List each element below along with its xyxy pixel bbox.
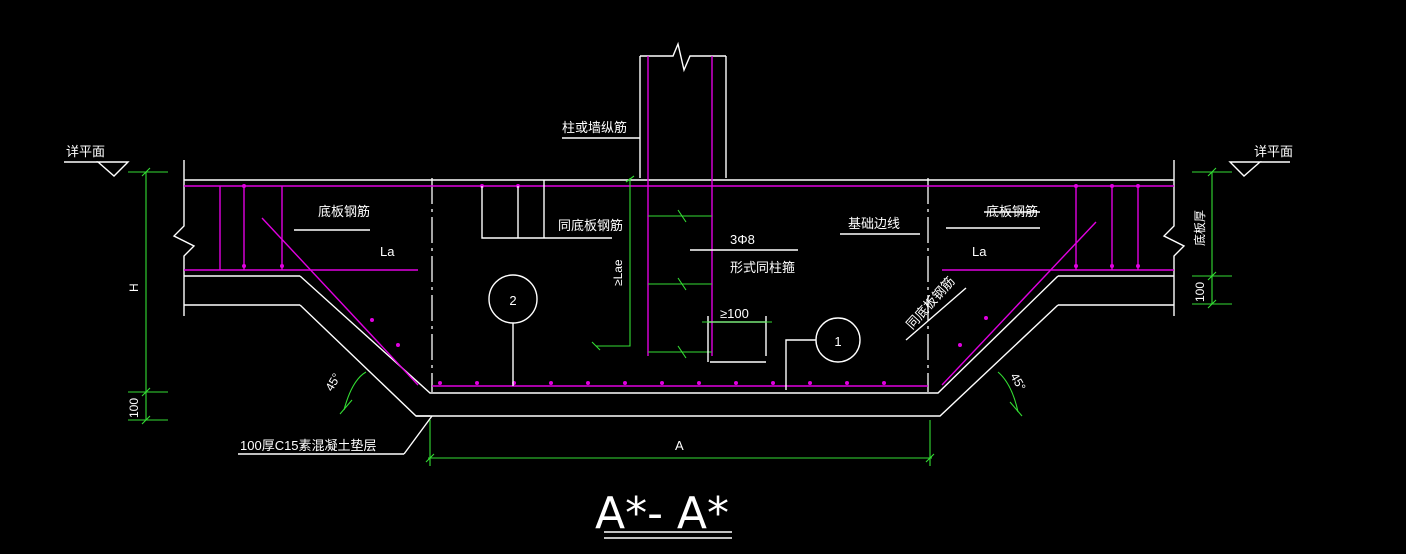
bottom-bars-left-label: 底板钢筋 xyxy=(318,204,370,219)
la-left-label: La xyxy=(380,244,395,259)
section-title-text: A*- A* xyxy=(595,488,729,539)
foundation-edge-label: 基础边线 xyxy=(848,216,900,231)
detail-plan-right-label: 详平面 xyxy=(1254,144,1293,159)
rebar-dot xyxy=(586,381,590,385)
reinforcement xyxy=(184,56,1174,387)
dim-100-right-label: 100 xyxy=(1193,282,1207,302)
marker-2-label: 2 xyxy=(509,293,516,308)
cushion-label: 100厚C15素混凝土垫层 xyxy=(240,438,377,453)
marker-1-label: 1 xyxy=(834,334,841,349)
leader-lines xyxy=(238,137,1040,455)
rebar-dot xyxy=(438,381,442,385)
dim-h-label: H xyxy=(127,283,141,292)
rebar-dot xyxy=(549,381,553,385)
rebar-dot xyxy=(660,381,664,385)
rebar-dot xyxy=(734,381,738,385)
bottom-bars-right-label: 底板钢筋 xyxy=(986,204,1038,219)
level-symbol-left xyxy=(64,161,130,177)
min-100-label: ≥100 xyxy=(720,306,749,321)
detail-plan-left-label: 详平面 xyxy=(66,144,105,159)
callout-marker-1: 1 xyxy=(785,317,861,390)
rebar-dot xyxy=(845,381,849,385)
rebar-dot xyxy=(882,381,886,385)
dim-100-left-label: 100 xyxy=(127,398,141,418)
stirrups-count-label: 3Φ8 xyxy=(730,232,755,247)
slab-thickness-label: 底板厚 xyxy=(1192,210,1207,246)
la-right-label: La xyxy=(972,244,987,259)
foundation-edge-lines xyxy=(431,178,929,392)
rebar-dot xyxy=(697,381,701,385)
rebar-dot xyxy=(623,381,627,385)
column-stirrups xyxy=(591,175,712,359)
stirrups-form-label: 形式同柱箍 xyxy=(730,260,795,275)
column-bars-label: 柱或墙纵筋 xyxy=(562,120,627,135)
rebar-dot xyxy=(808,381,812,385)
lae-label: ≥Lae xyxy=(611,259,625,286)
dim-a-label: A xyxy=(675,438,684,453)
rebar-dot xyxy=(475,381,479,385)
same-as-bottom-bars-label: 同底板钢筋 xyxy=(558,218,623,233)
level-symbol-right xyxy=(1228,161,1290,177)
angle-left-label: 45° xyxy=(322,371,343,394)
concrete-outline xyxy=(172,41,1186,417)
section-title: A*- A* xyxy=(595,488,732,539)
rebar-dot xyxy=(771,381,775,385)
callout-marker-2: 2 xyxy=(488,274,538,386)
dimension-lines xyxy=(128,167,1232,466)
